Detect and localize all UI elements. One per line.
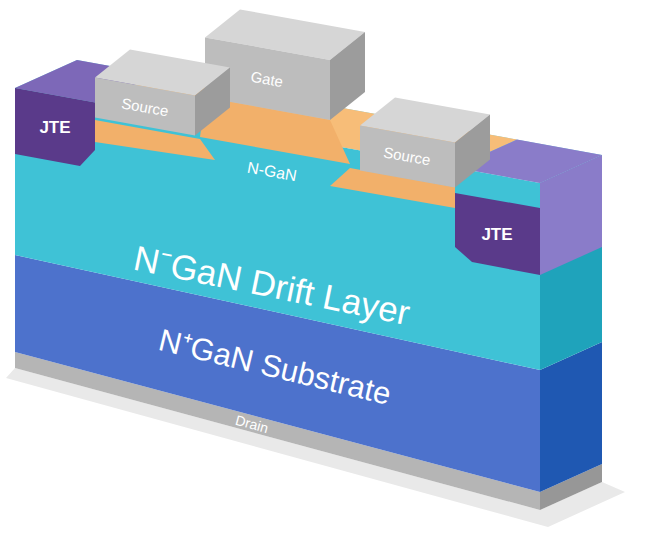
source-right-front bbox=[360, 125, 455, 187]
drift-front bbox=[15, 88, 540, 370]
jte-left-front bbox=[15, 88, 95, 166]
source-left-side bbox=[195, 68, 230, 136]
jte-right-front bbox=[455, 193, 540, 275]
gate-side bbox=[330, 32, 365, 120]
region-label: JTE bbox=[39, 119, 70, 136]
region-label: JTE bbox=[481, 226, 512, 243]
source-left-front bbox=[95, 78, 195, 136]
jte-right-side bbox=[540, 155, 602, 275]
source-right-side bbox=[455, 115, 490, 188]
drift-side bbox=[540, 155, 602, 370]
